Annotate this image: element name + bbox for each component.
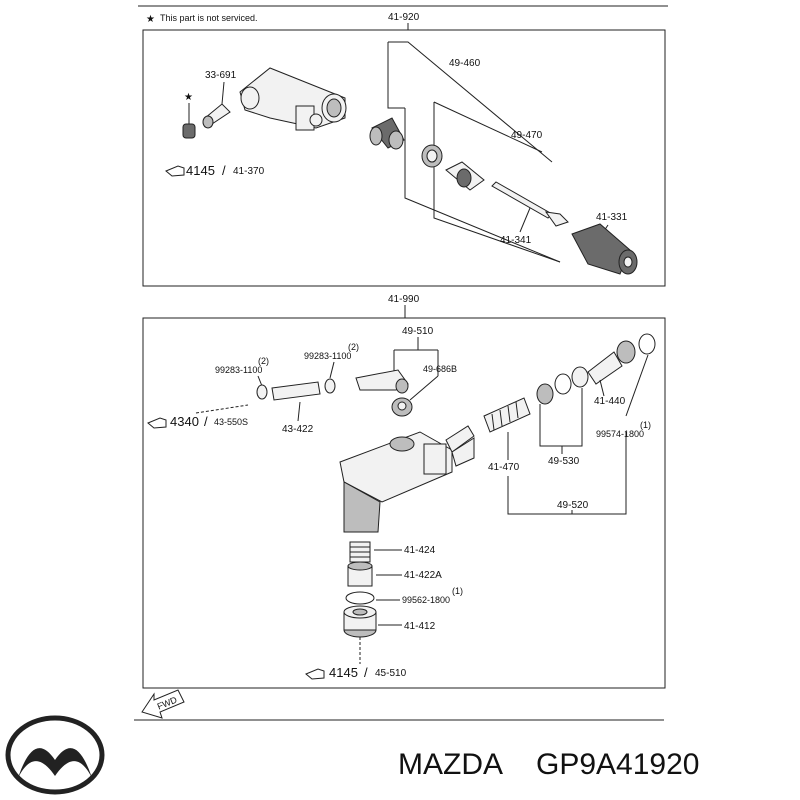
piston — [445, 161, 485, 191]
label-99283-1100-b: 99283-1100 — [304, 351, 351, 361]
boot-small — [369, 117, 405, 150]
cup-seal — [536, 383, 554, 405]
ref-sep: / — [364, 665, 368, 680]
label-41-440: 41-440 — [594, 396, 626, 407]
label-41-341: 41-341 — [500, 235, 532, 246]
label-99283-1100-a: 99283-1100 — [215, 365, 262, 375]
mazda-logo-icon — [5, 715, 105, 795]
ref-sep: / — [222, 163, 226, 178]
gasket-ring — [345, 591, 375, 605]
dust-boot — [571, 223, 638, 275]
inlet-fitting — [343, 605, 377, 638]
ref-4340: 4340 — [170, 414, 199, 429]
bottom-panel-frame — [142, 317, 666, 689]
qty-99562: (1) — [452, 586, 463, 596]
label-49-686b: 49-686B — [423, 364, 457, 374]
star-icon: ★ — [184, 92, 193, 103]
not-serviced-note: This part is not serviced. — [160, 13, 258, 23]
inlet-spring — [349, 541, 371, 563]
piston-spring-rod — [445, 425, 475, 467]
union-nut — [391, 397, 413, 417]
label-41-422a: 41-422A — [404, 570, 442, 581]
ref-41-370: 41-370 — [233, 166, 265, 177]
ref-43-550s: 43-550S — [214, 417, 248, 427]
assembly-41-920-label: 41-920 — [388, 12, 420, 23]
bleeder-cap — [182, 123, 196, 139]
label-49-530: 49-530 — [548, 456, 580, 467]
qty-99283-b: (2) — [348, 342, 359, 352]
label-49-470: 49-470 — [511, 130, 543, 141]
brand-name: MAZDA — [398, 748, 503, 781]
clamp-b — [324, 378, 336, 394]
pipe-elbow — [355, 369, 409, 394]
label-33-691: 33-691 — [205, 70, 237, 81]
slave-cylinder-housing — [239, 67, 347, 131]
push-rod — [491, 181, 569, 227]
part-number: GP9A41920 — [536, 748, 699, 781]
ref-hand-icon — [147, 417, 167, 429]
connector-pipe — [271, 381, 321, 401]
label-49-510: 49-510 — [402, 326, 434, 337]
o-ring — [554, 373, 572, 395]
clamp-a — [256, 384, 268, 400]
valve-disc — [571, 366, 589, 388]
ref-4145-bottom: 4145 — [329, 665, 358, 680]
qty-99283-a: (2) — [258, 356, 269, 366]
label-49-520: 49-520 — [557, 500, 589, 511]
label-49-460: 49-460 — [449, 58, 481, 69]
ref-45-510: 45-510 — [375, 668, 407, 679]
assembly-41-990-label: 41-990 — [388, 294, 420, 305]
label-99574-1800: 99574-1800 — [596, 429, 644, 439]
sleeve — [347, 561, 373, 587]
label-41-424: 41-424 — [404, 545, 436, 556]
bleeder-screw — [202, 103, 231, 129]
label-99562-1800: 99562-1800 — [402, 595, 450, 605]
ref-hand-icon — [165, 165, 185, 177]
fwd-arrow-icon: FWD — [141, 689, 185, 719]
return-spring — [483, 397, 531, 433]
label-43-422: 43-422 — [282, 424, 314, 435]
label-41-331: 41-331 — [596, 212, 628, 223]
ref-sep: / — [204, 414, 208, 429]
cylinder-body — [339, 431, 453, 533]
top-panel-frame — [142, 29, 666, 287]
qty-99574: (1) — [640, 420, 651, 430]
ref-hand-icon — [305, 668, 325, 680]
piston-rod-assy — [587, 333, 656, 385]
star-icon: ★ — [146, 14, 155, 25]
ref-4145: 4145 — [186, 163, 215, 178]
label-41-470: 41-470 — [488, 462, 520, 473]
label-41-412: 41-412 — [404, 621, 436, 632]
